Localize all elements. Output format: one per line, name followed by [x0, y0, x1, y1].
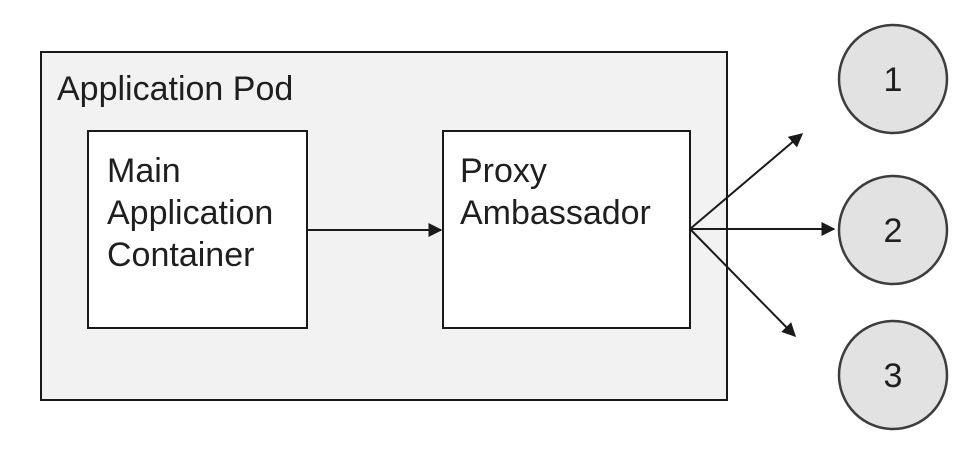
proxy-ambassador-label-line1: Proxy [460, 152, 547, 190]
endpoint-1-label: 1 [884, 61, 903, 99]
edge-proxy-to-endpoint-3 [689, 228, 796, 337]
proxy-ambassador-box [442, 130, 691, 329]
endpoint-3-circle [837, 319, 949, 431]
endpoint-2: 2 [837, 174, 949, 286]
main-application-container-label-line3: Container [107, 236, 254, 274]
endpoint-1-circle [837, 23, 949, 135]
endpoint-2-circle [837, 174, 949, 286]
endpoint-3: 3 [837, 319, 949, 431]
proxy-ambassador-label-line2: Ambassador [460, 194, 651, 232]
endpoint-3-label: 3 [884, 357, 903, 395]
endpoint-2-label: 2 [884, 212, 903, 250]
application-pod-label: Application Pod [57, 70, 293, 108]
edge-proxy-to-endpoint-1 [689, 133, 804, 230]
proxy-ambassador-node: Proxy Ambassador [442, 130, 691, 329]
main-application-container-label-line2: Application [107, 194, 273, 232]
main-application-container-label-line1: Main [107, 152, 181, 190]
main-application-container-box [87, 130, 308, 329]
main-application-container-node: Main Application Container [87, 130, 308, 329]
endpoint-1: 1 [837, 23, 949, 135]
